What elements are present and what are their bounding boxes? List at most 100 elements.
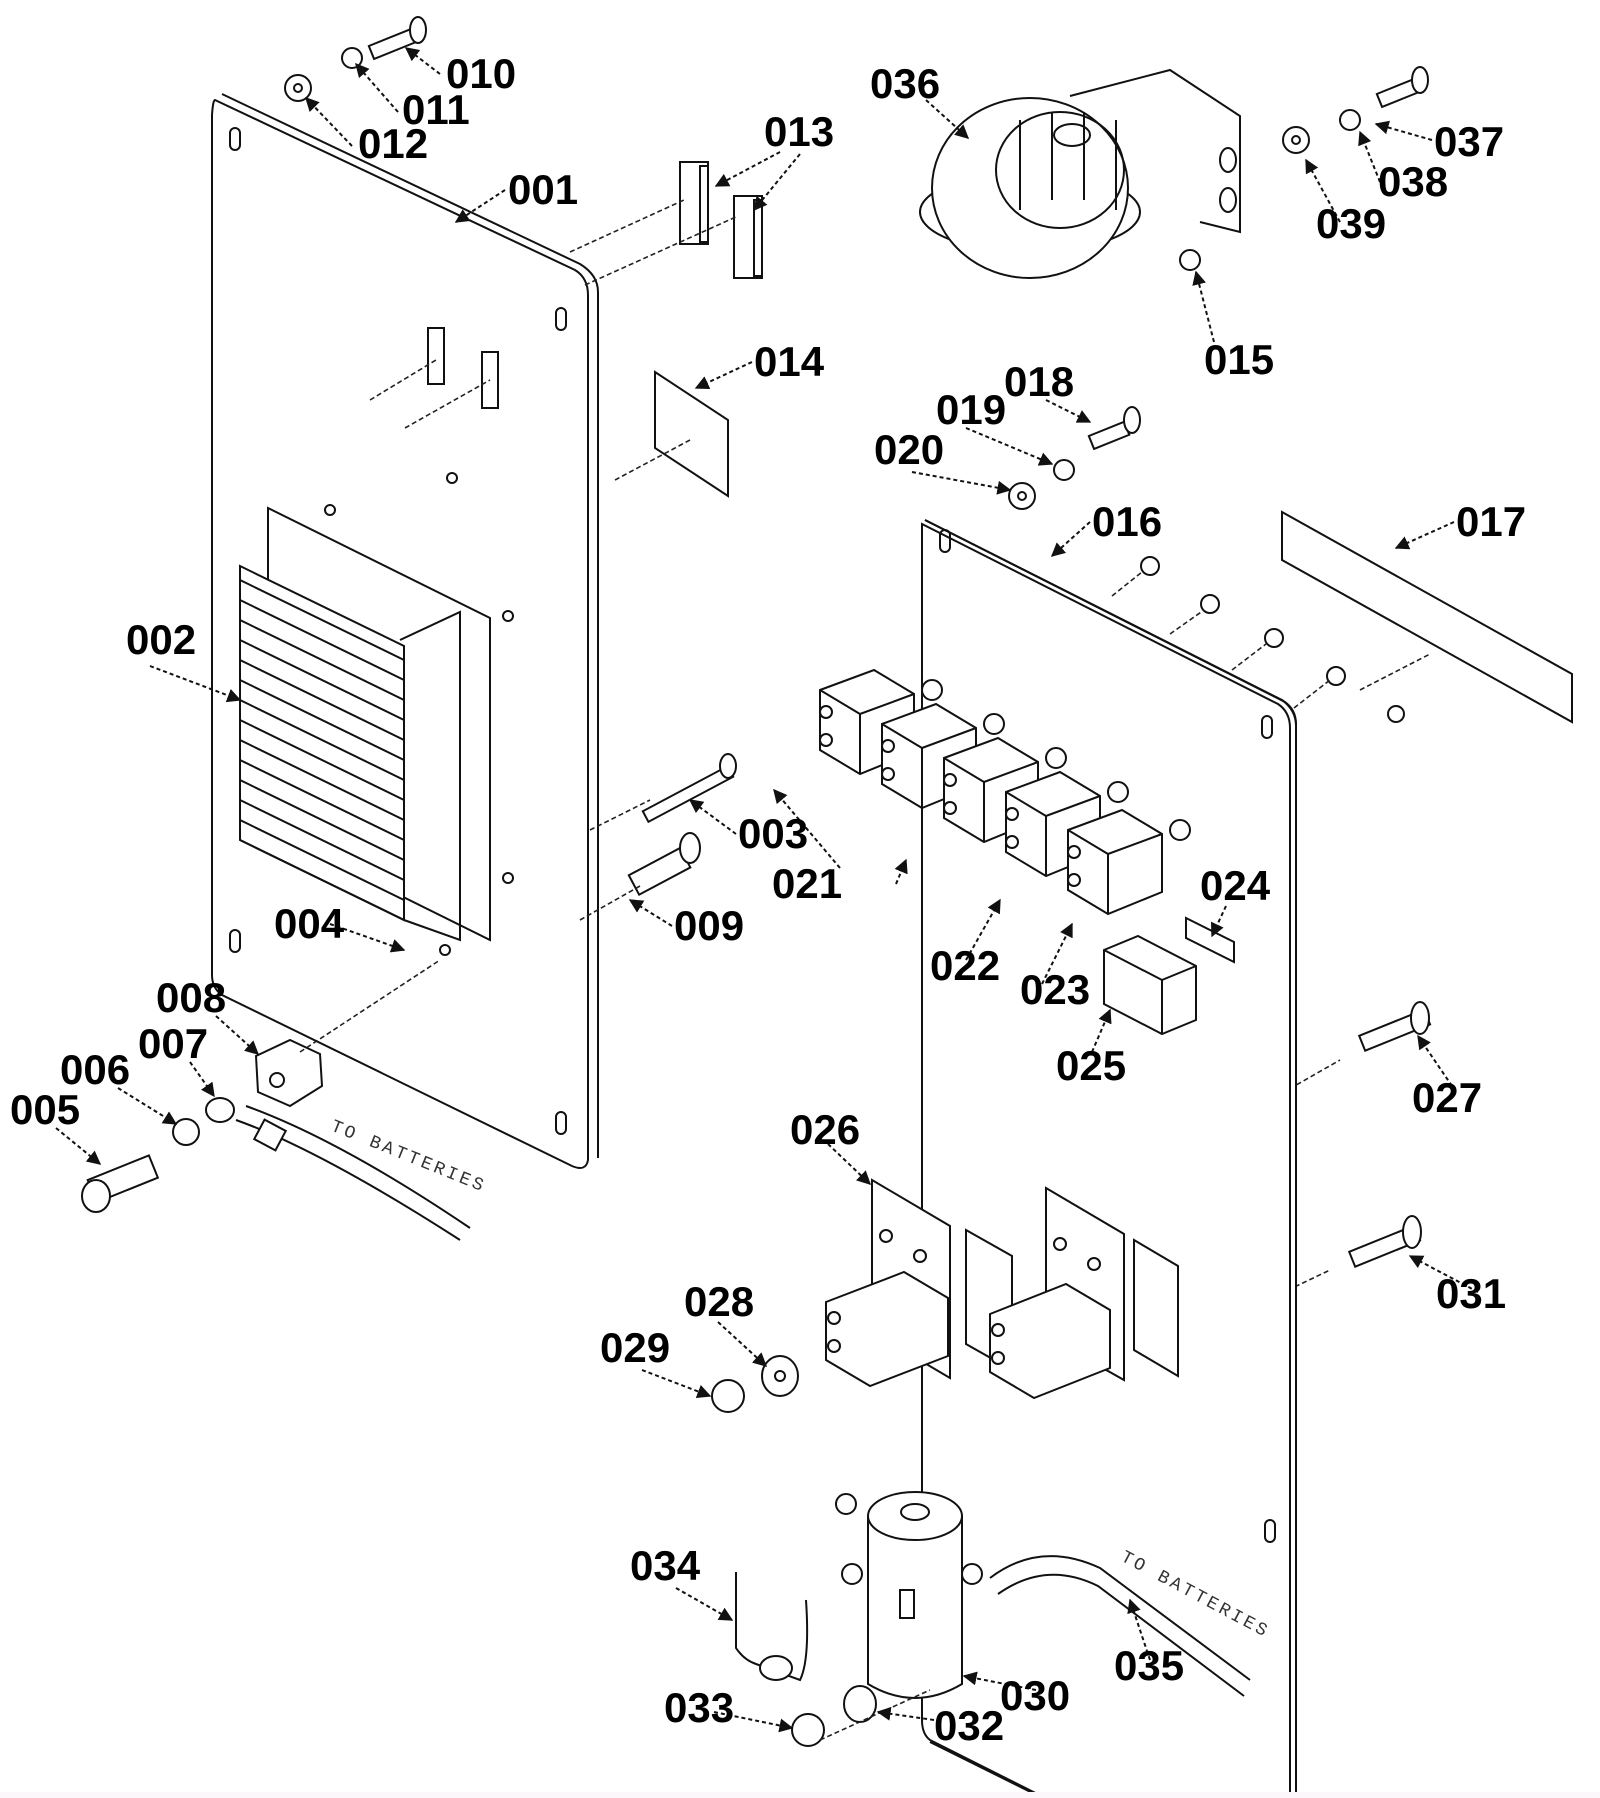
leader-arrow: [1045, 399, 1092, 423]
breaker-edge: [1005, 791, 1101, 876]
leader-arrow: [876, 1706, 935, 1721]
circuit-breaker: [1067, 808, 1163, 916]
leader-arrow: [717, 1321, 768, 1367]
breaker-washer: [921, 679, 943, 701]
leaders: [55, 47, 1479, 1733]
callout-007: 007: [138, 1020, 208, 1067]
callout-036: 036: [870, 60, 940, 107]
callout-009: 009: [674, 902, 744, 949]
callout-032: 032: [934, 1702, 1004, 1749]
heatsink-fin: [239, 719, 405, 801]
breaker-terminal: [819, 705, 833, 719]
leader-arrow: [965, 898, 1001, 961]
callout-014: 014: [754, 338, 825, 385]
callout-024: 024: [1200, 862, 1271, 909]
leader-arrow: [713, 1711, 794, 1733]
solenoid-030: [819, 1491, 983, 1741]
battery-cable-left: TO BATTERIES: [235, 1105, 489, 1241]
leader-arrow: [1305, 158, 1341, 223]
leader-arrow: [894, 858, 908, 885]
leader-arrow: [189, 1061, 215, 1098]
leader-arrow: [1192, 270, 1215, 343]
wire-034: [735, 1572, 809, 1682]
leader-arrow: [965, 427, 1054, 466]
leader-arrow: [688, 799, 737, 835]
callout-038: 038: [1378, 158, 1448, 205]
callout-012: 012: [358, 120, 428, 167]
callout-035: 035: [1114, 1642, 1184, 1689]
leader-arrow: [962, 1671, 1037, 1691]
label-017: [1281, 510, 1573, 724]
heatsink-fin: [239, 599, 405, 681]
callout-037: 037: [1434, 118, 1504, 165]
callout-026: 026: [790, 1106, 860, 1153]
breaker-terminal: [819, 733, 833, 747]
heatsink-fin: [239, 699, 405, 781]
callout-005: 005: [10, 1086, 80, 1133]
leader-arrow: [827, 1143, 872, 1185]
heatsink-fin: [239, 779, 405, 861]
leader-arrow: [1358, 130, 1381, 183]
callout-013: 013: [764, 108, 834, 155]
callout-020: 020: [874, 426, 944, 473]
hardware: [81, 16, 1432, 1747]
callout-019: 019: [936, 386, 1006, 433]
leader-arrow: [1050, 521, 1091, 557]
callout-025: 025: [1056, 1042, 1126, 1089]
leader-arrow: [1091, 1008, 1112, 1053]
leader-arrow: [215, 1015, 260, 1055]
leader-arrow: [305, 96, 353, 147]
leader-arrow: [694, 361, 753, 390]
callout-011: 011: [402, 86, 470, 133]
callout-022: 022: [930, 942, 1000, 989]
heatsink-fin: [239, 639, 405, 721]
label-014: [614, 370, 729, 498]
heatsink-fin: [239, 819, 405, 901]
breaker-washer: [983, 713, 1005, 735]
cable-left-note: TO BATTERIES: [328, 1117, 489, 1198]
breaker-terminal: [1067, 873, 1081, 887]
heatsink-fin: [239, 619, 405, 701]
leader-arrow: [1408, 1255, 1479, 1293]
breaker-edge: [819, 689, 915, 774]
heatsink-fin: [239, 679, 405, 761]
leader-arrow: [404, 47, 441, 75]
heatsink-fin: [239, 799, 405, 881]
callout-033: 033: [664, 1684, 734, 1731]
heatsink-fin: [239, 659, 405, 741]
callout-030: 030: [1000, 1672, 1070, 1719]
leader-arrow: [355, 62, 399, 113]
breaker-terminal: [1067, 845, 1081, 859]
leader-arrow: [1210, 905, 1227, 938]
callout-labels: 001 002 003 004 005 006 007 008 009 010 …: [10, 50, 1526, 1749]
leader-arrow: [911, 471, 1012, 495]
leader-arrow: [1127, 1598, 1151, 1661]
callout-039: 039: [1316, 200, 1386, 247]
leader-arrow: [714, 151, 781, 187]
leader-arrow: [1394, 521, 1455, 550]
leader-arrow: [329, 923, 406, 953]
heatsink-002: [239, 506, 491, 942]
callout-027: 027: [1412, 1074, 1482, 1121]
heatsink-fin: [239, 839, 405, 921]
leader-arrow: [675, 1587, 734, 1621]
callout-010: 010: [446, 50, 516, 97]
relays-026: [825, 1178, 1179, 1400]
breaker-terminal: [1005, 835, 1019, 849]
panel-016: [921, 519, 1405, 1798]
breaker-washer: [1169, 819, 1191, 841]
leader-arrow: [753, 153, 801, 212]
breaker-terminal: [943, 773, 957, 787]
callout-017: 017: [1456, 498, 1526, 545]
breaker-edge: [1067, 829, 1163, 914]
breaker-terminal: [943, 801, 957, 815]
callout-023: 023: [1020, 966, 1090, 1013]
leader-arrow: [55, 1127, 102, 1165]
breaker-washer: [1045, 747, 1067, 769]
leader-arrow: [925, 99, 970, 139]
heatsink-fin: [239, 739, 405, 821]
callout-029: 029: [600, 1324, 670, 1371]
leader-arrow: [117, 1087, 178, 1125]
connectors-013: [369, 161, 763, 429]
